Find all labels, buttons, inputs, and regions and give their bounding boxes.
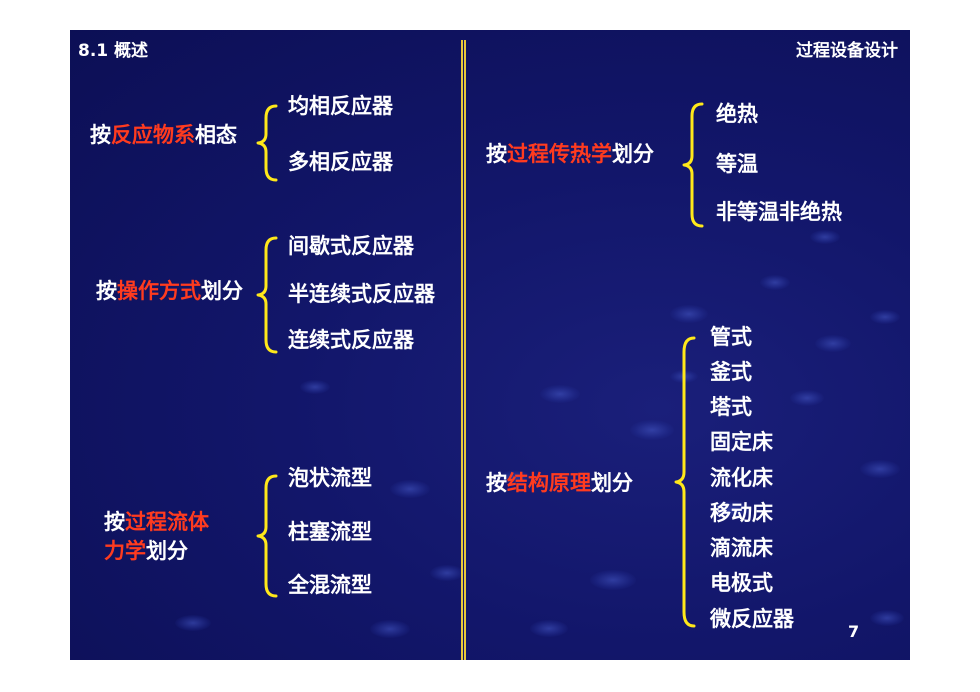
background-dot [370,620,410,638]
list-item: 管式 [710,325,752,349]
list-item: 柱塞流型 [288,520,372,544]
label-prefix: 按 [104,510,125,534]
background-dot [390,480,430,498]
slide: 8.1 概述 过程设备设计 按反应物系相态 均相反应器 多相反应器 按操作方式划… [70,30,910,660]
list-item: 绝热 [716,102,758,126]
background-dot [760,275,790,290]
list-item: 均相反应器 [288,94,393,118]
list-item: 固定床 [710,430,773,454]
background-dot [540,385,580,403]
course-title: 过程设备设计 [796,41,898,61]
list-item: 等温 [716,152,758,176]
label-highlight: 过程流体 [125,510,209,534]
list-item: 流化床 [710,466,773,490]
list-item: 塔式 [710,395,752,419]
section-title: 8.1 概述 [78,41,149,61]
brace-icon [682,102,704,228]
label-suffix: 划分 [612,142,654,166]
background-dot [810,230,840,244]
background-dot [670,305,708,323]
category-label-fluid: 按过程流体 [104,512,209,533]
list-item: 间歇式反应器 [288,234,414,258]
background-dot [630,420,674,440]
background-dot [870,610,904,626]
list-item: 连续式反应器 [288,328,414,352]
background-dot [500,470,530,484]
label-highlight: 过程传热学 [507,142,612,166]
list-item: 电极式 [710,571,773,595]
background-dot [530,620,568,637]
label-suffix: 划分 [201,279,243,303]
background-dot [430,565,464,581]
background-dot [710,500,752,519]
background-dot [815,335,851,352]
list-item: 微反应器 [710,607,794,631]
background-dot [870,310,900,324]
category-label-fluid-line2: 力学划分 [104,541,188,562]
background-dot [790,390,824,406]
list-item: 半连续式反应器 [288,282,435,306]
page-number: 7 [848,622,860,641]
label-highlight: 结构原理 [507,471,591,495]
list-item: 移动床 [710,501,773,525]
list-item: 泡状流型 [288,466,372,490]
category-label-structure: 按结构原理划分 [486,473,633,494]
label-suffix: 划分 [591,471,633,495]
background-dot [860,460,900,478]
label-suffix: 相态 [195,123,237,147]
background-dot [175,615,211,631]
list-item: 釜式 [710,360,752,384]
label-prefix: 按 [486,142,507,166]
category-label-operation: 按操作方式划分 [96,281,243,302]
list-item: 非等温非绝热 [716,200,842,224]
label-prefix: 按 [90,123,111,147]
category-label-phase: 按反应物系相态 [90,125,237,146]
label-prefix: 按 [486,471,507,495]
label-highlight: 操作方式 [117,279,201,303]
list-item: 多相反应器 [288,150,393,174]
column-divider [461,40,466,660]
brace-icon [256,236,278,354]
label-highlight: 力学 [104,539,146,563]
background-dot [590,570,636,590]
label-prefix: 按 [96,279,117,303]
background-dot [300,380,330,394]
brace-icon [674,336,696,628]
label-highlight: 反应物系 [111,123,195,147]
list-item: 滴流床 [710,536,773,560]
brace-icon [256,104,278,182]
label-suffix: 划分 [146,539,188,563]
brace-icon [256,474,278,598]
list-item: 全混流型 [288,573,372,597]
category-label-heat: 按过程传热学划分 [486,144,654,165]
